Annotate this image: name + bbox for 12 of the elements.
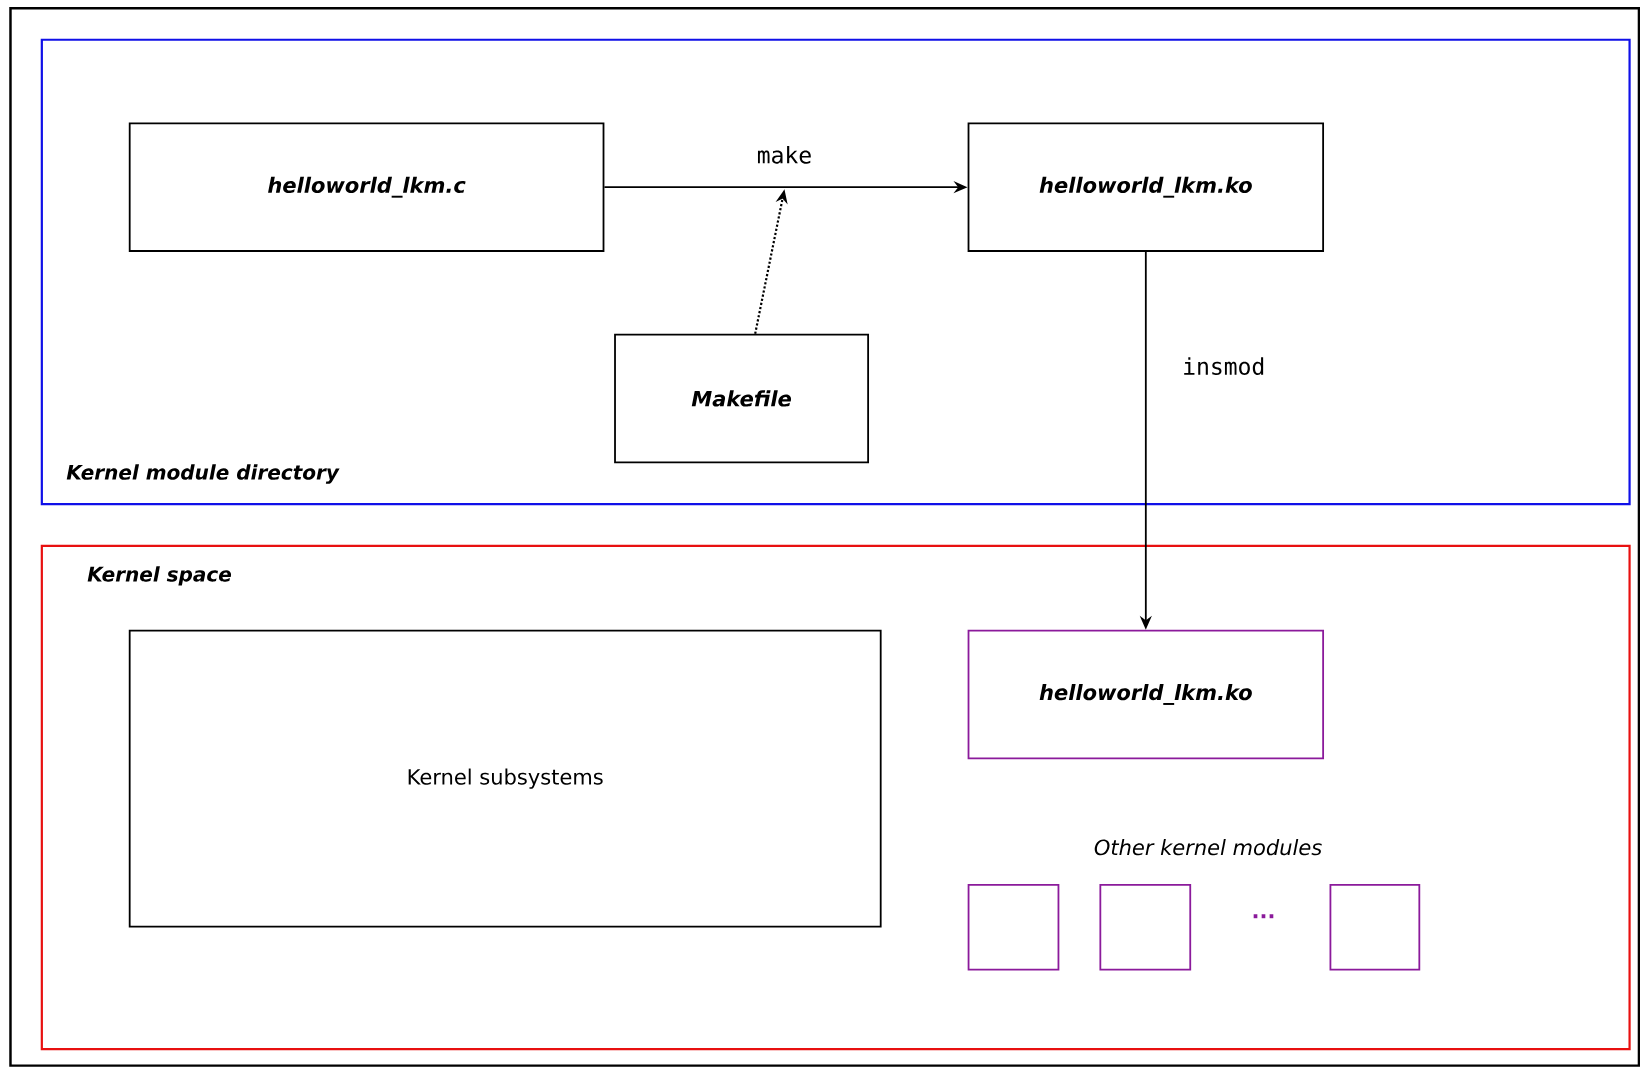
module-box — [1329, 884, 1421, 971]
module-box — [967, 884, 1060, 971]
heading-text: Other kernel modules — [1094, 839, 1322, 856]
file-box: helloworld_lkm.ko — [967, 629, 1324, 760]
subsystem-box: Kernel subsystems — [128, 629, 882, 928]
ellipsis: ... — [1253, 914, 1274, 919]
file-box: helloworld_lkm.ko — [967, 122, 1324, 252]
edge-label: insmod — [1180, 355, 1268, 378]
edge-label: make — [754, 143, 815, 166]
module-box — [1099, 884, 1192, 971]
file-box: helloworld_lkm.c — [128, 122, 605, 252]
file-box: Makefile — [614, 333, 869, 464]
